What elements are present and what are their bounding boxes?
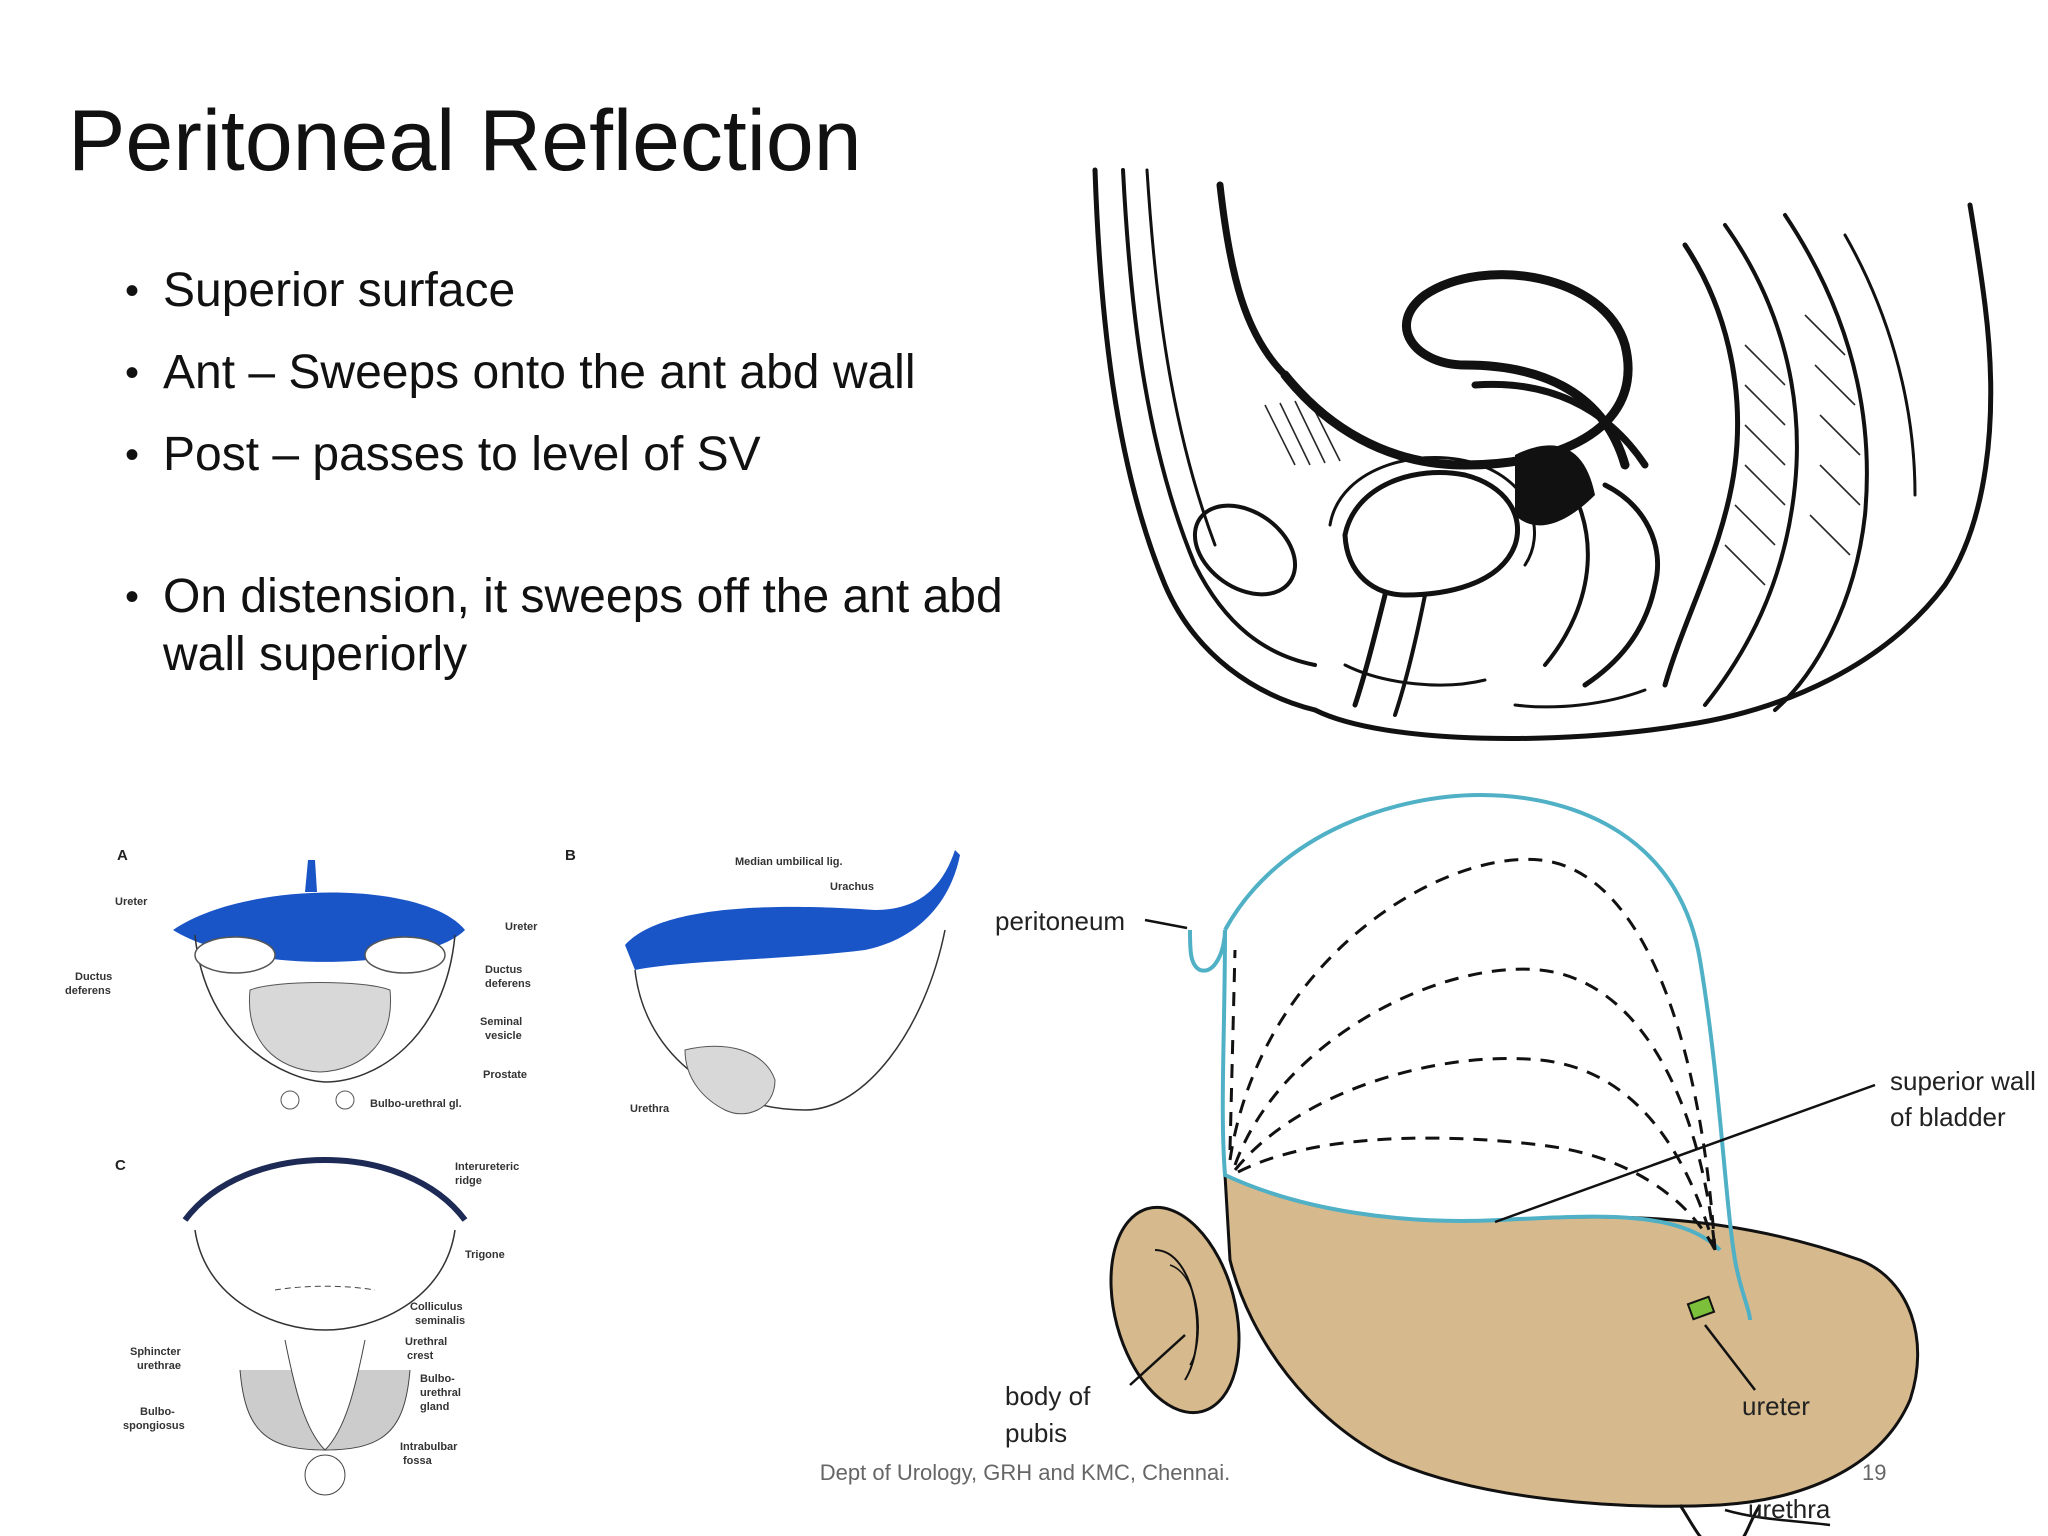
seminal-vesicle-left: [194, 936, 276, 974]
bullet-item: • On distension, it sweeps off the ant ab…: [125, 568, 1005, 684]
label-colliculus-2: seminalis: [415, 1315, 465, 1327]
bladder-body: [1223, 1172, 1920, 1508]
bullet-list: • Superior surface • Ant – Sweeps onto the…: [125, 262, 1005, 708]
bladder-distension-diagram: peritoneum superior wall of bladder uret…: [995, 792, 2036, 1536]
label-ductus-left-1: Ductus: [75, 971, 112, 983]
bullet-item: • Superior surface: [125, 262, 1005, 320]
label-bulbospong-2: spongiosus: [123, 1420, 185, 1432]
label-seminal-1: Seminal: [480, 1016, 522, 1028]
peritoneum-notch: [1188, 929, 1227, 973]
bulbo-gland-right: [335, 1090, 355, 1110]
prostate-a: [248, 982, 392, 1073]
label-peritoneum: peritoneum: [995, 906, 1125, 936]
bullet-text: Post – passes to level of SV: [163, 428, 761, 481]
ureter-mark: [1686, 1295, 1716, 1321]
label-seminal-2: vesicle: [485, 1030, 522, 1042]
bullet-dot: •: [125, 269, 140, 313]
label-bulbo-gland-1: Bulbo-: [420, 1373, 455, 1385]
bladder-outline-c: [194, 1229, 456, 1331]
label-bulbospong-1: Bulbo-: [140, 1406, 175, 1418]
label-ductus-right-2: deferens: [485, 978, 531, 990]
bladder-outline-a: [194, 934, 456, 1083]
label-urachus: Urachus: [830, 881, 874, 893]
bullet-item: • Ant – Sweeps onto the ant abd wall: [125, 344, 1005, 402]
label-urethra: urethra: [1748, 1494, 1831, 1524]
panel-letter-a: A: [117, 847, 128, 864]
label-prostate: Prostate: [483, 1069, 527, 1081]
pubis-bone: [1109, 1205, 1241, 1415]
label-intrabulbar-1: Intrabulbar: [400, 1441, 458, 1453]
seminal-vesicle-right: [364, 936, 446, 974]
label-urethral-crest-1: Urethral: [405, 1336, 447, 1348]
label-median-umbilical: Median umbilical lig.: [735, 856, 843, 868]
label-superior-wall-1: superior wall: [1890, 1066, 2036, 1096]
bullet-dot: •: [125, 351, 140, 395]
prostate-b: [684, 1045, 776, 1115]
label-body-of-pubis-1: body of: [1005, 1381, 1091, 1411]
urethra-c: [284, 1339, 366, 1451]
label-urethra-b: Urethra: [630, 1103, 670, 1115]
slide-title: Peritoneal Reflection: [68, 93, 862, 189]
bulb-c: [304, 1454, 346, 1496]
slide-footer: Dept of Urology, GRH and KMC, Chennai.: [819, 1460, 1231, 1485]
blue-peritoneum-b: [625, 850, 960, 970]
bladder-panels-abc: A Ureter Ductus deferens Ureter Ductus d…: [65, 847, 960, 1496]
label-ductus-left-2: deferens: [65, 985, 111, 997]
urachus-stub: [305, 860, 317, 892]
peritoneum-arc-c: [182, 1157, 468, 1222]
peritoneum-empty: [1220, 929, 1722, 1252]
label-interureteric-1: Interureteric: [455, 1161, 519, 1173]
label-sphincter-2: urethrae: [137, 1360, 181, 1372]
bullet-text: Ant – Sweeps onto the ant abd wall: [163, 346, 916, 399]
label-ductus-right-1: Ductus: [485, 964, 522, 976]
label-ureter-right: Ureter: [505, 921, 538, 933]
label-bulbo-urethral: Bulbo-urethral gl.: [370, 1098, 462, 1110]
label-bulbo-gland-2: urethral: [420, 1387, 461, 1399]
interureteric-ridge: [274, 1285, 376, 1291]
label-sphincter-1: Sphincter: [130, 1346, 181, 1358]
page-number: 19: [1862, 1460, 1887, 1485]
label-urethral-crest-2: crest: [407, 1350, 434, 1362]
bullet-text: Superior surface: [163, 264, 516, 317]
bullet-item: • Post – passes to level of SV: [125, 426, 1005, 484]
label-bulbo-gland-3: gland: [420, 1401, 449, 1413]
bullet-dot: •: [125, 575, 140, 619]
peritoneum-distended: [1223, 792, 1752, 1321]
bullet-text: On distension, it sweeps off the ant abd…: [163, 570, 1003, 681]
panel-letter-c: C: [115, 1157, 126, 1174]
bladder-outline-b: [634, 929, 946, 1111]
bulbo-gland-left: [280, 1090, 300, 1110]
sagittal-pelvis-diagram: [1092, 167, 1994, 741]
label-body-of-pubis-2: pubis: [1005, 1418, 1067, 1448]
panel-letter-b: B: [565, 847, 576, 864]
label-ureter: ureter: [1742, 1391, 1810, 1421]
label-ureter-left: Ureter: [115, 896, 148, 908]
label-superior-wall-2: of bladder: [1890, 1102, 2006, 1132]
label-intrabulbar-2: fossa: [403, 1455, 433, 1467]
dashed-fill-levels: [1228, 857, 1717, 1251]
label-colliculus-1: Colliculus: [410, 1301, 463, 1313]
bullet-dot: •: [125, 433, 140, 477]
label-interureteric-2: ridge: [455, 1175, 482, 1187]
label-trigone: Trigone: [465, 1249, 505, 1261]
